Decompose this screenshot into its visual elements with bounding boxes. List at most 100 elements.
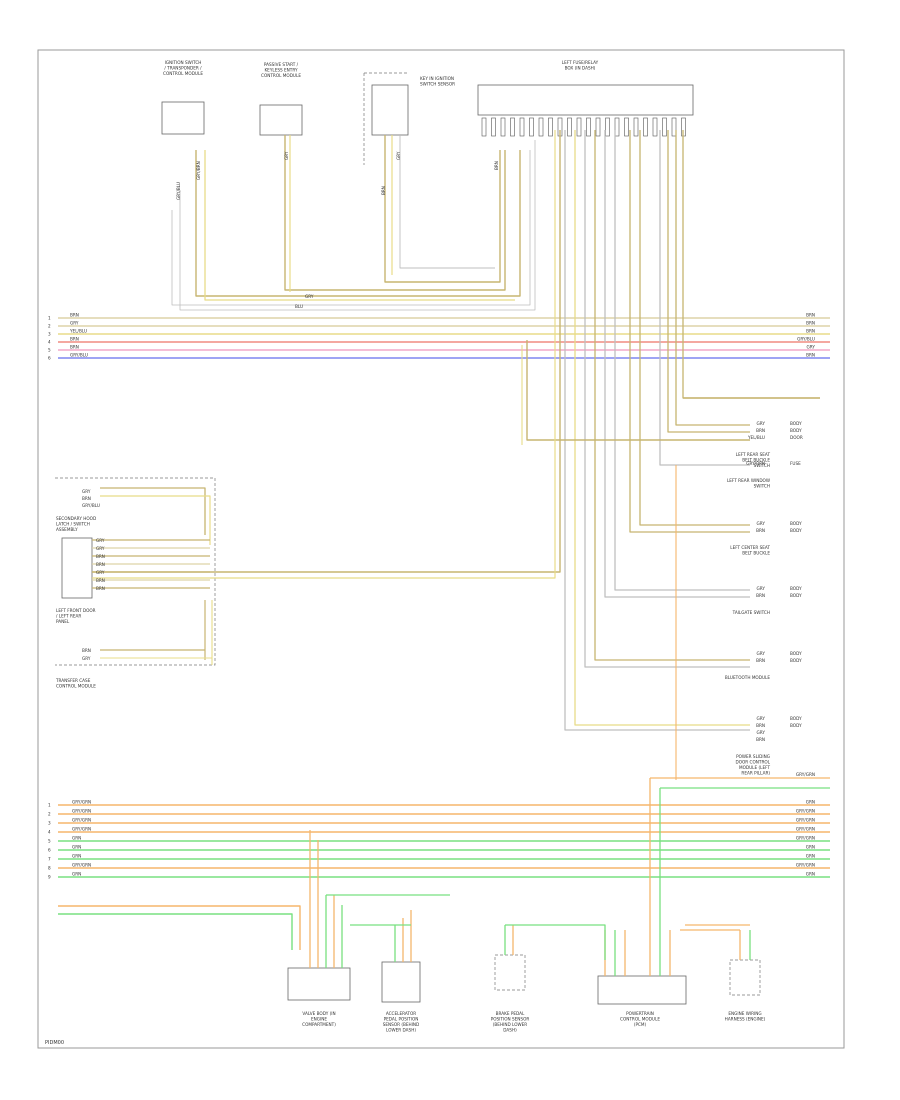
wire-drop bbox=[675, 130, 750, 426]
wire-green bbox=[58, 913, 293, 950]
component-box bbox=[161, 101, 205, 135]
wire-tan bbox=[384, 135, 501, 283]
connector-pin bbox=[614, 117, 620, 137]
module-pin-label: BRN bbox=[82, 496, 91, 501]
bus-pin-number: 2 bbox=[48, 324, 51, 329]
left-module-outline bbox=[55, 477, 216, 666]
connector-pin-label: GRY bbox=[757, 586, 766, 591]
module-pin-label: GRY bbox=[82, 656, 91, 661]
bus-pin-number: 3 bbox=[48, 332, 51, 337]
connector-pin-label: BRN bbox=[756, 723, 765, 728]
module-pin-label: BRN bbox=[82, 648, 91, 653]
lower-bus-label-left: GRY/GRN bbox=[72, 800, 91, 805]
wire-tan bbox=[526, 340, 750, 441]
wire-drop bbox=[614, 130, 750, 591]
connector-pin-label: GRY/BRN bbox=[746, 461, 765, 466]
connector-dest-label: BODY bbox=[790, 421, 802, 426]
wire-drop bbox=[564, 130, 750, 731]
bus-label-left: BRN bbox=[70, 345, 79, 350]
connector-pin-label: GRY bbox=[757, 521, 766, 526]
bus-pin-number: 5 bbox=[48, 839, 51, 844]
top-components bbox=[55, 72, 761, 1005]
module-pin-label: BRN bbox=[96, 562, 105, 567]
wire-drop bbox=[667, 130, 750, 433]
bus-label-right: BRN bbox=[806, 329, 815, 334]
connector-dest-label: DOOR bbox=[790, 435, 803, 440]
diagram-id: PIDM00 bbox=[45, 1040, 64, 1046]
connector-pin bbox=[510, 117, 515, 137]
lower-bus-label-left: GRN bbox=[72, 845, 81, 850]
module-pin-label: GRY bbox=[82, 489, 91, 494]
bus-pin-number: 1 bbox=[48, 316, 51, 321]
connector-dest-label: BODY bbox=[790, 651, 802, 656]
wire-label: GRY/BRN bbox=[196, 161, 201, 180]
connector-pin bbox=[595, 117, 601, 137]
wire-tan bbox=[92, 130, 561, 573]
module-pin-label: BRN bbox=[96, 554, 105, 559]
connector-pin-label: BRN bbox=[756, 658, 765, 663]
wire-drop bbox=[574, 130, 750, 726]
wire-label: GRY bbox=[284, 151, 289, 160]
connector-label: BLUETOOTH MODULE bbox=[725, 675, 770, 680]
lower-bus-label-right: GRY/GRN bbox=[796, 809, 815, 814]
bus-label-right: BRN bbox=[806, 321, 815, 326]
connector-pin bbox=[605, 117, 610, 137]
connector-pin bbox=[671, 117, 677, 137]
wire-drop bbox=[639, 130, 750, 526]
lower-bus-label-right: GRN bbox=[806, 800, 815, 805]
bus-label-left: GRY/BLU bbox=[70, 353, 88, 358]
connector-dest-label: BODY bbox=[790, 521, 802, 526]
wire-grey bbox=[399, 135, 495, 269]
lower-bus-label-left: GRY/GRN bbox=[72, 863, 91, 868]
wire-tan bbox=[195, 150, 521, 297]
connector-pin bbox=[633, 117, 639, 137]
bus-label-right: GRY/BLU bbox=[797, 337, 815, 342]
bus-pin-number: 3 bbox=[48, 821, 51, 826]
lower-bus-label-left: GRN bbox=[72, 836, 81, 841]
lower-bus-label-right: GRY/GRN bbox=[796, 827, 815, 832]
connector-pin bbox=[500, 117, 506, 137]
wire-label: GRY bbox=[305, 294, 314, 299]
bottom-component-box bbox=[597, 975, 687, 1005]
connector-pin bbox=[624, 117, 629, 137]
connector-pin bbox=[548, 117, 553, 137]
lower-bus-label-left: GRY/GRN bbox=[72, 809, 91, 814]
wire-green bbox=[505, 924, 606, 960]
connector-pin bbox=[662, 117, 667, 137]
lower-bus-label-right: GRY/GRN bbox=[796, 818, 815, 823]
bus-pin-number: 9 bbox=[48, 875, 51, 880]
component-box bbox=[371, 84, 409, 136]
connector-pin bbox=[491, 117, 496, 137]
connector-pin bbox=[538, 117, 544, 137]
lower-bus-label-right: GRY/GRN bbox=[796, 836, 815, 841]
connector-pin bbox=[529, 117, 534, 137]
bus-pin-number: 4 bbox=[48, 830, 51, 835]
connector-dest-label: BODY bbox=[790, 716, 802, 721]
component-label: IGNITION SWITCH/ TRANSPONDER /CONTROL MO… bbox=[163, 60, 203, 76]
wire-grey bbox=[171, 150, 531, 306]
wire-tan bbox=[100, 487, 206, 535]
connector-dest-label: BODY bbox=[790, 658, 802, 663]
connector-dest-label: BODY bbox=[790, 528, 802, 533]
connector-dest-label: BODY bbox=[790, 593, 802, 598]
labels: IGNITION SWITCH/ TRANSPONDER /CONTROL MO… bbox=[48, 60, 815, 1033]
connector-pin-label: GRY bbox=[757, 716, 766, 721]
module-box bbox=[61, 537, 93, 599]
connector-pin bbox=[652, 117, 658, 137]
connector-pin bbox=[481, 117, 487, 137]
module-pin-label: BRN bbox=[96, 578, 105, 583]
wire-label: BRN bbox=[381, 186, 386, 195]
wire-drop bbox=[584, 130, 750, 668]
connector-label: TAILGATE SWITCH bbox=[732, 610, 770, 615]
